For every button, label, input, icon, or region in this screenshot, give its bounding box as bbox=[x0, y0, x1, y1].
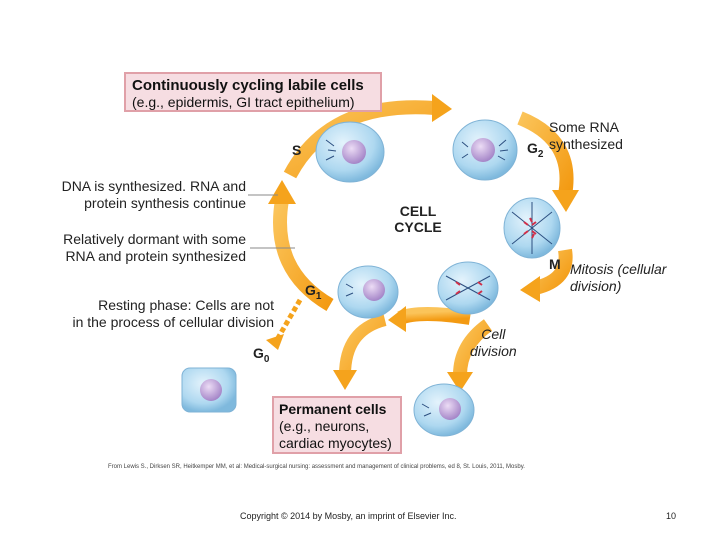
arrowhead-m bbox=[520, 276, 540, 302]
center-line2: CYCLE bbox=[394, 219, 442, 235]
arrow-s-to-g2 bbox=[283, 100, 436, 179]
arrow-division-down bbox=[453, 319, 493, 376]
copyright-footer: Copyright © 2014 by Mosby, an imprint of… bbox=[240, 511, 457, 521]
g0-sub: 0 bbox=[263, 353, 270, 365]
permanent-cells-box: Permanent cells (e.g., neurons, cardiac … bbox=[272, 396, 402, 454]
phase-g2-label: G2 bbox=[527, 140, 543, 160]
dormant-annotation: Relatively dormant with some RNA and pro… bbox=[63, 231, 246, 265]
dormant-line1: Relatively dormant with some bbox=[63, 231, 246, 247]
g0-arrowhead bbox=[266, 334, 284, 350]
cell-cycle-center-label: CELL CYCLE bbox=[378, 203, 458, 235]
resting-line1: Resting phase: Cells are not bbox=[98, 297, 274, 313]
arrow-division-to-g1 bbox=[397, 307, 472, 325]
dna-line1: DNA is synthesized. RNA and bbox=[61, 178, 246, 194]
dormant-line2: RNA and protein synthesized bbox=[65, 248, 246, 264]
dna-line2: protein synthesis continue bbox=[84, 195, 246, 211]
cell-dividing bbox=[437, 261, 499, 315]
g2-sub: 2 bbox=[537, 148, 544, 160]
resting-phase-annotation: Resting phase: Cells are not in the proc… bbox=[72, 297, 274, 331]
permanent-line3: cardiac myocytes) bbox=[279, 435, 392, 451]
some-rna-line2: synthesized bbox=[549, 136, 623, 152]
page-number: 10 bbox=[666, 511, 677, 521]
mitosis-annotation: Mitosis (cellular division) bbox=[570, 261, 666, 295]
arrowhead-s-to-g2 bbox=[432, 94, 452, 122]
permanent-line2: (e.g., neurons, bbox=[279, 418, 370, 434]
arrowhead-g2-to-m bbox=[552, 190, 579, 212]
arrowhead-down bbox=[447, 372, 473, 392]
phase-m-label: M bbox=[549, 256, 561, 272]
phase-s-label: S bbox=[292, 142, 302, 158]
cell-g1 bbox=[337, 265, 399, 319]
cell-division-line2: division bbox=[470, 343, 517, 359]
arrow-m-to-division bbox=[533, 248, 573, 295]
arrowhead-to-permanent bbox=[333, 370, 357, 390]
phase-g1-label: G1 bbox=[305, 282, 321, 302]
mitosis-line2: division) bbox=[570, 278, 622, 294]
center-line1: CELL bbox=[399, 203, 437, 219]
cell-g2 bbox=[452, 119, 518, 181]
arrowhead-to-g1 bbox=[388, 306, 406, 332]
labile-box-subtitle: (e.g., epidermis, GI tract epithelium) bbox=[132, 94, 355, 110]
resting-line2: in the process of cellular division bbox=[72, 314, 274, 330]
figure-source-credit: From Lewis S., Dirksen SR, Heitkemper MM… bbox=[108, 464, 525, 470]
cell-s bbox=[315, 121, 385, 183]
g1-main: G bbox=[305, 282, 316, 298]
g1-sub: 1 bbox=[315, 290, 322, 302]
arrow-to-permanent bbox=[339, 314, 387, 376]
mitosis-line1: Mitosis (cellular bbox=[570, 261, 667, 277]
arrowhead-g1-to-s bbox=[268, 180, 296, 204]
permanent-line1: Permanent cells bbox=[279, 401, 387, 417]
cell-permanent bbox=[413, 383, 475, 437]
phase-g0-label: G0 bbox=[253, 345, 269, 365]
dna-synthesized-annotation: DNA is synthesized. RNA and protein synt… bbox=[62, 178, 246, 212]
g2-main: G bbox=[527, 140, 538, 156]
cell-division-annotation: Cell division bbox=[470, 326, 517, 360]
cell-g0 bbox=[181, 367, 237, 413]
arrow-g2-to-m bbox=[517, 111, 574, 197]
labile-cells-box: Continuously cycling labile cells (e.g.,… bbox=[124, 72, 382, 112]
labile-box-title: Continuously cycling labile cells bbox=[132, 77, 364, 94]
g0-main: G bbox=[253, 345, 264, 361]
g0-dashed-arrow bbox=[275, 298, 303, 340]
cell-division-line1: Cell bbox=[481, 326, 506, 342]
some-rna-annotation: Some RNA synthesized bbox=[549, 119, 623, 153]
cell-m bbox=[503, 197, 561, 259]
some-rna-line1: Some RNA bbox=[549, 119, 620, 135]
arrow-g1-to-s bbox=[273, 198, 334, 312]
